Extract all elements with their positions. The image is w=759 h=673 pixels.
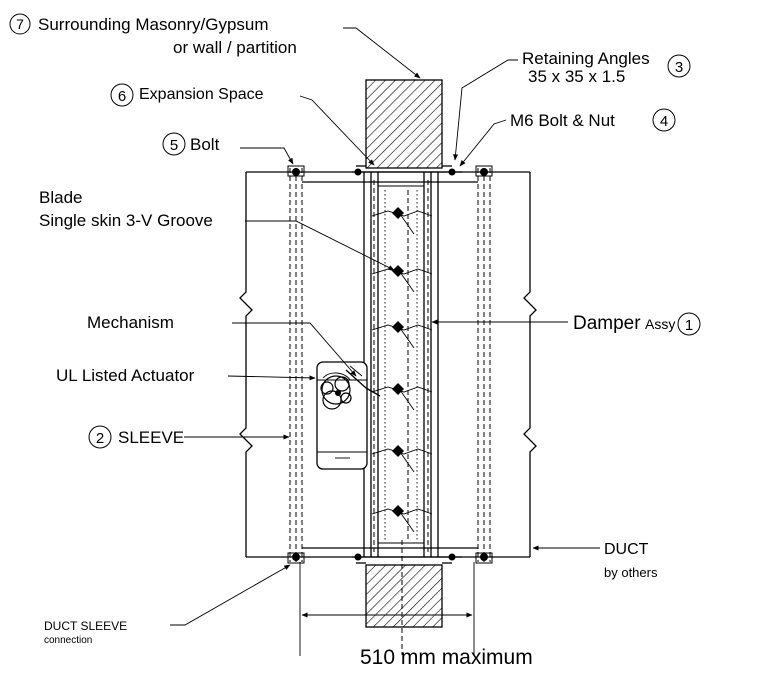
bolt-text: Bolt — [190, 135, 220, 154]
label-damper: Damper Assy 1 — [573, 312, 701, 336]
callout-number: 1 — [685, 317, 693, 334]
m6bolt-text: M6 Bolt & Nut — [510, 111, 615, 130]
label-bolt: 5 Bolt — [162, 132, 220, 156]
label-duct-sleeve: DUCT SLEEVE connection — [44, 619, 127, 646]
expansion-text: Expansion Space — [139, 86, 264, 103]
label-sleeve: 2 SLEEVE — [88, 425, 184, 449]
callout-number: 2 — [96, 430, 104, 447]
duct-outline — [239, 171, 537, 558]
damper-frame — [363, 172, 439, 557]
retaining-line1: Retaining Angles — [522, 49, 650, 68]
callout-number: 7 — [16, 16, 24, 32]
label-retaining-angles: Retaining Angles 35 x 35 x 1.5 3 — [522, 49, 691, 86]
dimension-text: 510 mm maximum — [360, 646, 533, 669]
duct-text: DUCT — [604, 541, 649, 558]
label-m6-bolt: M6 Bolt & Nut 4 — [510, 108, 676, 132]
sleeve-text: SLEEVE — [118, 428, 184, 447]
mechanism-text: Mechanism — [87, 313, 174, 332]
duct-sleeve-text: DUCT SLEEVE — [44, 619, 127, 633]
duct-sleeve-sub-text: connection — [44, 635, 92, 646]
actuator-text: UL Listed Actuator — [56, 366, 195, 385]
label-expansion: 6 Expansion Space — [110, 83, 264, 107]
damper-blades — [371, 190, 433, 540]
label-surrounding: 7 Surrounding Masonry/Gypsum or wall / p… — [9, 13, 297, 57]
label-dimension: 510 mm maximum — [360, 646, 533, 669]
damper-text: Damper — [573, 313, 641, 334]
callout-number: 3 — [675, 59, 683, 76]
label-duct: DUCT by others — [604, 541, 658, 580]
callout-number: 4 — [660, 113, 668, 130]
bolts — [287, 165, 493, 564]
actuator-body — [316, 361, 368, 470]
label-mechanism: Mechanism — [87, 313, 174, 332]
surrounding-line2: or wall / partition — [173, 38, 297, 57]
retaining-angles — [352, 165, 462, 564]
label-blade: Blade Single skin 3-V Groove — [39, 188, 213, 230]
blade-line2: Single skin 3-V Groove — [39, 211, 213, 230]
retaining-line2: 35 x 35 x 1.5 — [528, 67, 625, 86]
leader-lines — [170, 27, 600, 626]
damper-assy-text: Assy — [645, 316, 675, 332]
duct-sub-text: by others — [604, 565, 658, 580]
mechanism — [320, 365, 381, 410]
blade-line1: Blade — [39, 188, 82, 207]
label-actuator: UL Listed Actuator — [56, 366, 195, 385]
sleeve — [289, 168, 491, 562]
dimension-510 — [299, 540, 475, 656]
callout-number: 5 — [170, 137, 178, 154]
callout-number: 6 — [118, 88, 126, 105]
surrounding-line1: Surrounding Masonry/Gypsum — [38, 15, 269, 34]
